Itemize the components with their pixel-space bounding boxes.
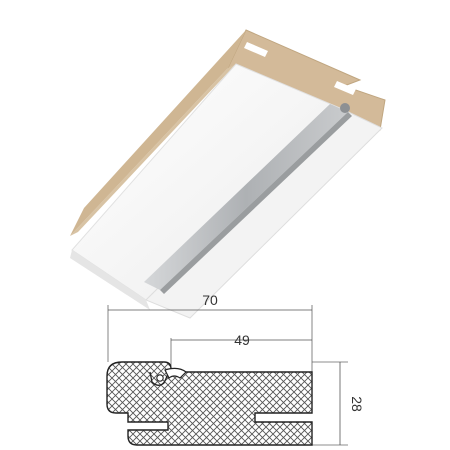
section-profile [106,361,313,446]
seal-shadow [160,112,352,294]
end-slot-upper [244,42,268,57]
door-frame-profile-render [70,29,386,319]
end-slot-lower [334,81,356,95]
rubber-seal [144,104,348,290]
white-bottom-edge [70,250,150,310]
dim-label-inner-width: 49 [234,332,250,348]
dim-label-height: 28 [349,396,365,412]
mdf-top-strip [70,30,246,236]
mdf-side-edge [70,64,236,236]
dim-label-width: 70 [202,292,218,308]
section-seal [149,367,187,386]
seal-end-cap [340,103,350,113]
cross-section-drawing-icon: 70 49 28 [106,292,365,446]
